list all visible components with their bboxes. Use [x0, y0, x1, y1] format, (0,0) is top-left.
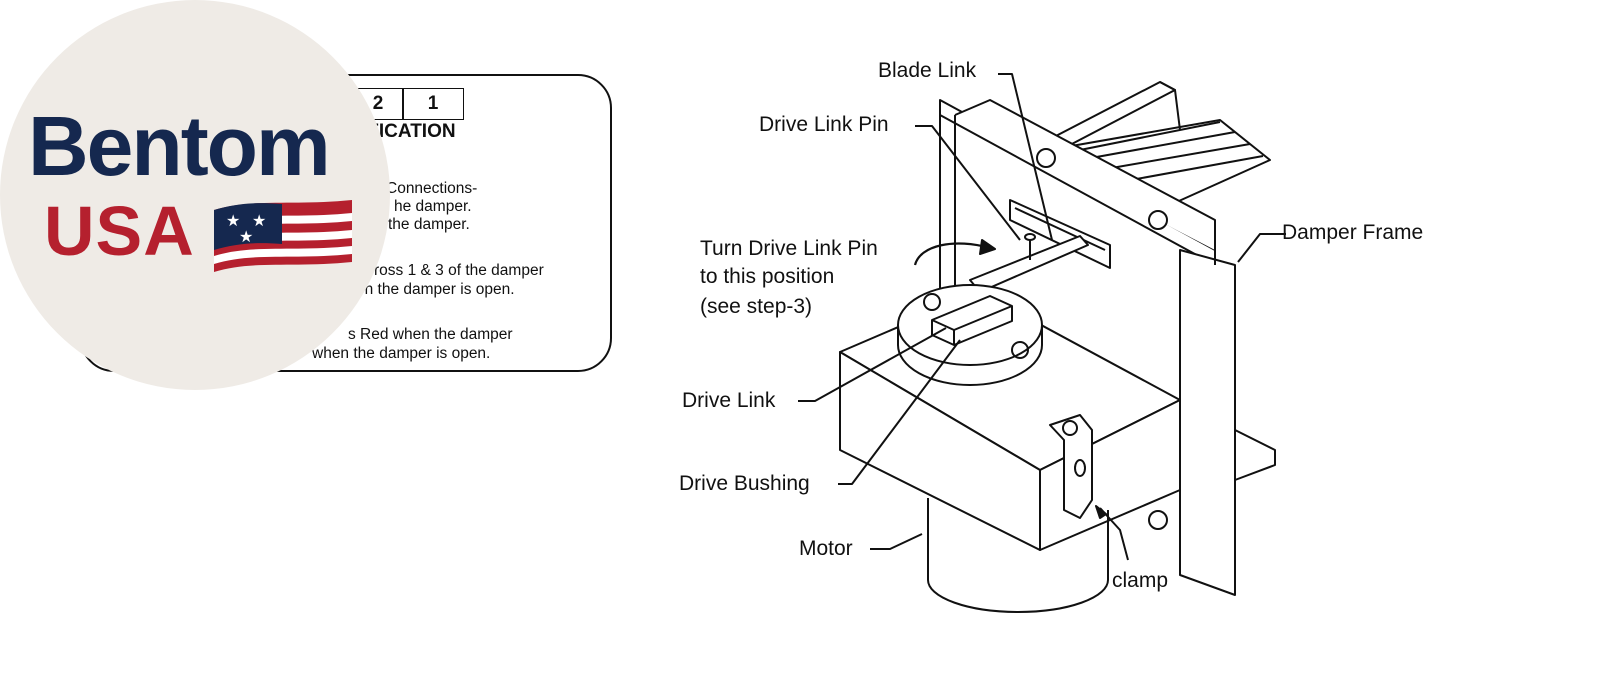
motor-callout: Motor	[799, 537, 853, 560]
terminal-1-box: 1	[402, 88, 464, 120]
label-line-7: when the damper is open.	[312, 345, 491, 362]
label-card-title: IFICATION	[362, 121, 456, 142]
turn-instruction-line-1: Turn Drive Link Pin	[700, 237, 878, 260]
blade-link-callout: Blade Link	[878, 59, 977, 82]
label-line-2: he damper.	[394, 198, 472, 215]
logo-brand-bottom: USA	[44, 192, 195, 270]
drive-link-pin-callout: Drive Link Pin	[759, 113, 889, 136]
svg-text:★: ★	[239, 227, 253, 246]
drive-link-callout: Drive Link	[682, 389, 776, 412]
turn-instruction-line-3: (see step-3)	[700, 295, 813, 318]
label-line-3: the damper.	[388, 216, 470, 233]
us-flag-icon: ★ ★ ★	[214, 200, 352, 272]
label-line-1: Connections-	[386, 180, 478, 197]
damper-illustration	[798, 73, 1286, 613]
label-line-6: s Red when the damper	[348, 326, 513, 343]
drive-bushing-callout: Drive Bushing	[679, 472, 810, 495]
label-line-4: ross 1 & 3 of the damper	[374, 262, 544, 279]
svg-text:★: ★	[226, 211, 240, 230]
label-line-5: en the damper is open.	[356, 281, 515, 298]
bentom-usa-logo: Bentom USA ★ ★ ★	[0, 0, 390, 390]
damper-frame-callout: Damper Frame	[1282, 221, 1424, 244]
damper-actuator-diagram: Blade Link Drive Link Pin Turn Drive Lin…	[660, 40, 1423, 645]
clamp-callout: clamp	[1112, 569, 1169, 592]
svg-text:★: ★	[252, 211, 266, 230]
turn-instruction-line-2: to this position	[700, 265, 835, 288]
logo-brand-top: Bentom	[28, 99, 331, 193]
